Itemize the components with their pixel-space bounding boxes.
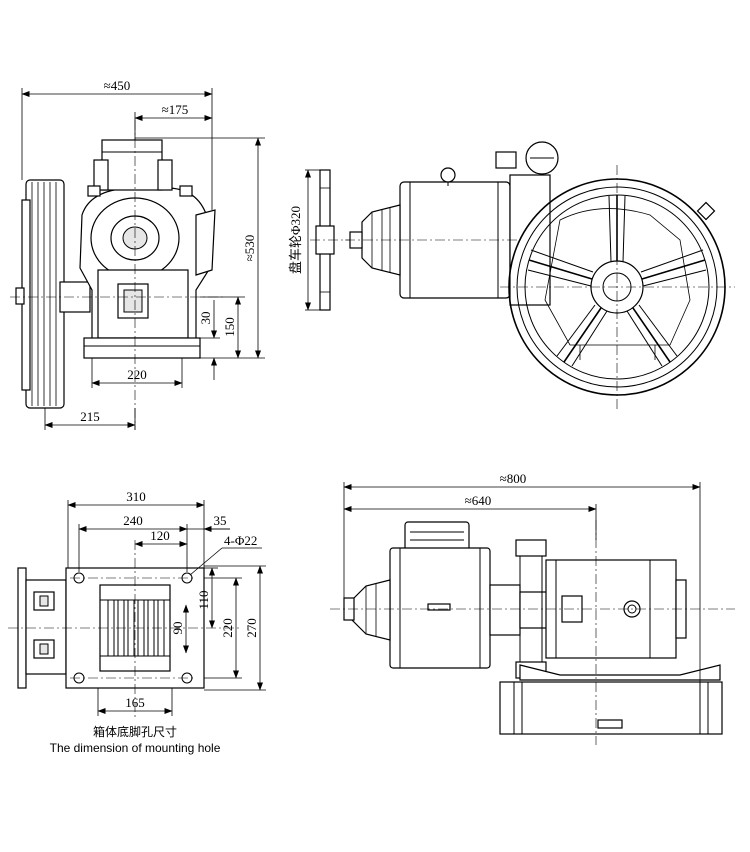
dim-310: 310 — [126, 489, 146, 504]
handwheel-profile: 盘车轮Φ320 — [288, 169, 350, 311]
dim-partial-length: ≈640 — [465, 493, 492, 508]
dim-35: 35 — [214, 513, 227, 528]
dim-30: 30 — [198, 312, 213, 325]
top-view: ≈800 ≈640 — [330, 471, 735, 745]
dim-overall-width: ≈450 — [104, 78, 131, 93]
dim-90: 90 — [170, 622, 185, 635]
dim-holes: 4-Φ22 — [224, 533, 257, 548]
dim-270: 270 — [244, 618, 259, 638]
handwheel-label: 盘车轮Φ320 — [288, 206, 303, 274]
front-view — [345, 141, 735, 410]
dim-220: 220 — [220, 618, 235, 638]
dim-110: 110 — [196, 590, 211, 609]
dim-165: 165 — [125, 695, 145, 710]
dim-150: 150 — [222, 317, 237, 337]
dim-base-width: 220 — [127, 367, 147, 382]
base-view: 310 240 35 120 4-Φ22 110 90 220 270 — [8, 489, 266, 755]
dim-120: 120 — [150, 528, 170, 543]
dim-offset: ≈175 — [162, 102, 189, 117]
caption-english: The dimension of mounting hole — [50, 741, 221, 755]
caption-chinese: 箱体底脚孔尺寸 — [93, 724, 177, 739]
dim-overall-length: ≈800 — [500, 471, 527, 486]
dim-height: ≈530 — [242, 235, 257, 262]
dim-base-offset: 215 — [80, 409, 100, 424]
side-view: ≈450 ≈175 ≈530 150 30 220 215 — [10, 78, 265, 430]
dim-240: 240 — [123, 513, 143, 528]
